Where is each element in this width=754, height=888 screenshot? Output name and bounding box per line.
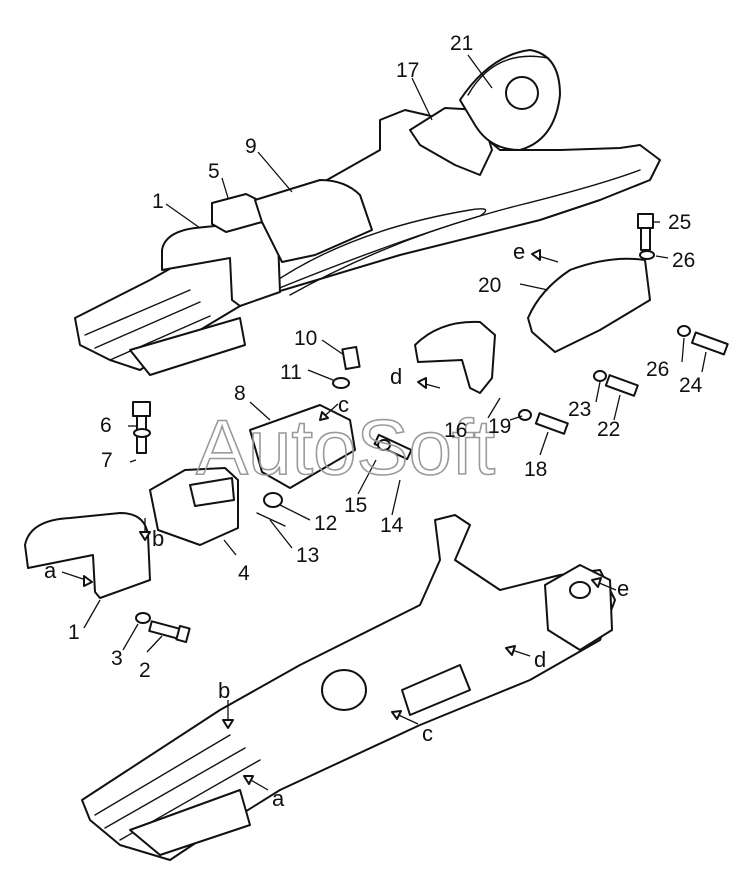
label-part-26-lower: 26 xyxy=(646,358,669,381)
part-3-washer xyxy=(135,612,151,624)
top-frame-arm xyxy=(249,169,641,301)
label-part-8: 8 xyxy=(234,382,246,405)
part-6-bolt-head xyxy=(132,401,151,417)
part-number-labels: 1 5 9 17 21 25 26 20 10 11 8 6 7 26 24 2… xyxy=(68,32,703,682)
label-part-23: 23 xyxy=(568,398,591,421)
label-part-10: 10 xyxy=(294,327,317,350)
callout-e-lower: e xyxy=(617,576,629,601)
label-part-11: 11 xyxy=(280,361,302,384)
part-19-washer xyxy=(518,409,532,421)
part-4-bracket-top xyxy=(189,477,235,507)
bottom-frame-foot xyxy=(129,789,251,856)
part-24-bolt xyxy=(690,331,729,356)
part-15-washer xyxy=(377,439,391,451)
callout-a-lower: a xyxy=(272,786,285,811)
label-part-12: 12 xyxy=(314,512,337,535)
bottom-frame-end-bore xyxy=(569,581,591,599)
label-part-19: 19 xyxy=(488,415,511,438)
top-cover-9 xyxy=(254,179,373,263)
label-part-14: 14 xyxy=(380,514,404,537)
callout-letters: a b c d e b a c d e xyxy=(44,239,629,811)
label-part-7: 7 xyxy=(101,449,113,472)
callout-d-upper: d xyxy=(390,364,402,389)
label-part-1-top: 1 xyxy=(152,190,164,213)
bottom-frame-block xyxy=(401,664,471,716)
part-22-bolt xyxy=(604,374,639,397)
part-13-pin xyxy=(256,512,286,527)
label-part-18: 18 xyxy=(524,458,547,481)
leader-lines xyxy=(83,54,707,653)
callout-b-upper: b xyxy=(152,526,164,551)
part-8-plate xyxy=(249,404,356,489)
label-part-1-exploded: 1 xyxy=(68,621,80,644)
part-1-cover xyxy=(24,512,151,599)
label-part-17: 17 xyxy=(396,59,419,82)
top-housing-17 xyxy=(409,107,493,176)
callout-b-lower: b xyxy=(218,678,230,703)
bottom-frame xyxy=(81,514,616,861)
label-part-20: 20 xyxy=(478,274,501,297)
top-gear-hub xyxy=(505,76,539,110)
bottom-frame-bore xyxy=(321,669,367,711)
callout-c-upper: c xyxy=(338,392,349,417)
label-part-16: 16 xyxy=(444,419,467,442)
label-part-22: 22 xyxy=(597,418,620,441)
top-gear-rim xyxy=(467,55,549,96)
label-part-13: 13 xyxy=(296,544,319,567)
top-frame-slot xyxy=(269,208,487,296)
label-part-25: 25 xyxy=(668,211,691,234)
part-20-guard xyxy=(527,257,651,353)
part-11-washer xyxy=(332,377,350,389)
part-12-nut xyxy=(263,492,283,508)
part-25-bolt-shank xyxy=(640,227,651,251)
label-part-24: 24 xyxy=(679,374,703,397)
top-frame-foot xyxy=(129,317,246,376)
part-26-washer-lower xyxy=(677,325,691,337)
part-10-bolt xyxy=(341,345,361,371)
part-2-bolt xyxy=(148,620,182,640)
exploded-parts xyxy=(24,213,729,644)
part-26-washer-upper xyxy=(639,250,655,260)
watermark-text: AutoSoft xyxy=(196,403,496,491)
label-part-9: 9 xyxy=(245,135,257,158)
callout-arrows xyxy=(61,249,617,791)
callout-d-lower: d xyxy=(534,647,546,672)
label-part-4: 4 xyxy=(238,562,250,585)
label-part-6: 6 xyxy=(100,414,112,437)
part-18-bolt xyxy=(534,412,569,435)
part-7-washer xyxy=(133,428,151,438)
label-part-5: 5 xyxy=(208,160,220,183)
label-part-21: 21 xyxy=(450,32,473,55)
top-track-ridges xyxy=(84,289,211,361)
callout-e-upper: e xyxy=(513,239,525,264)
label-part-26-upper: 26 xyxy=(672,249,695,272)
label-part-15: 15 xyxy=(344,494,367,517)
label-part-3: 3 xyxy=(111,647,123,670)
part-16-cover xyxy=(414,320,496,394)
top-assembly xyxy=(74,49,661,376)
label-part-2: 2 xyxy=(139,659,151,682)
callout-a-upper: a xyxy=(44,558,57,583)
callout-c-lower: c xyxy=(422,721,433,746)
part-25-bolt-head xyxy=(637,213,654,229)
bottom-frame-end-housing xyxy=(544,564,613,651)
part-23-washer xyxy=(593,370,607,382)
part-2-bolt-head xyxy=(175,624,191,644)
